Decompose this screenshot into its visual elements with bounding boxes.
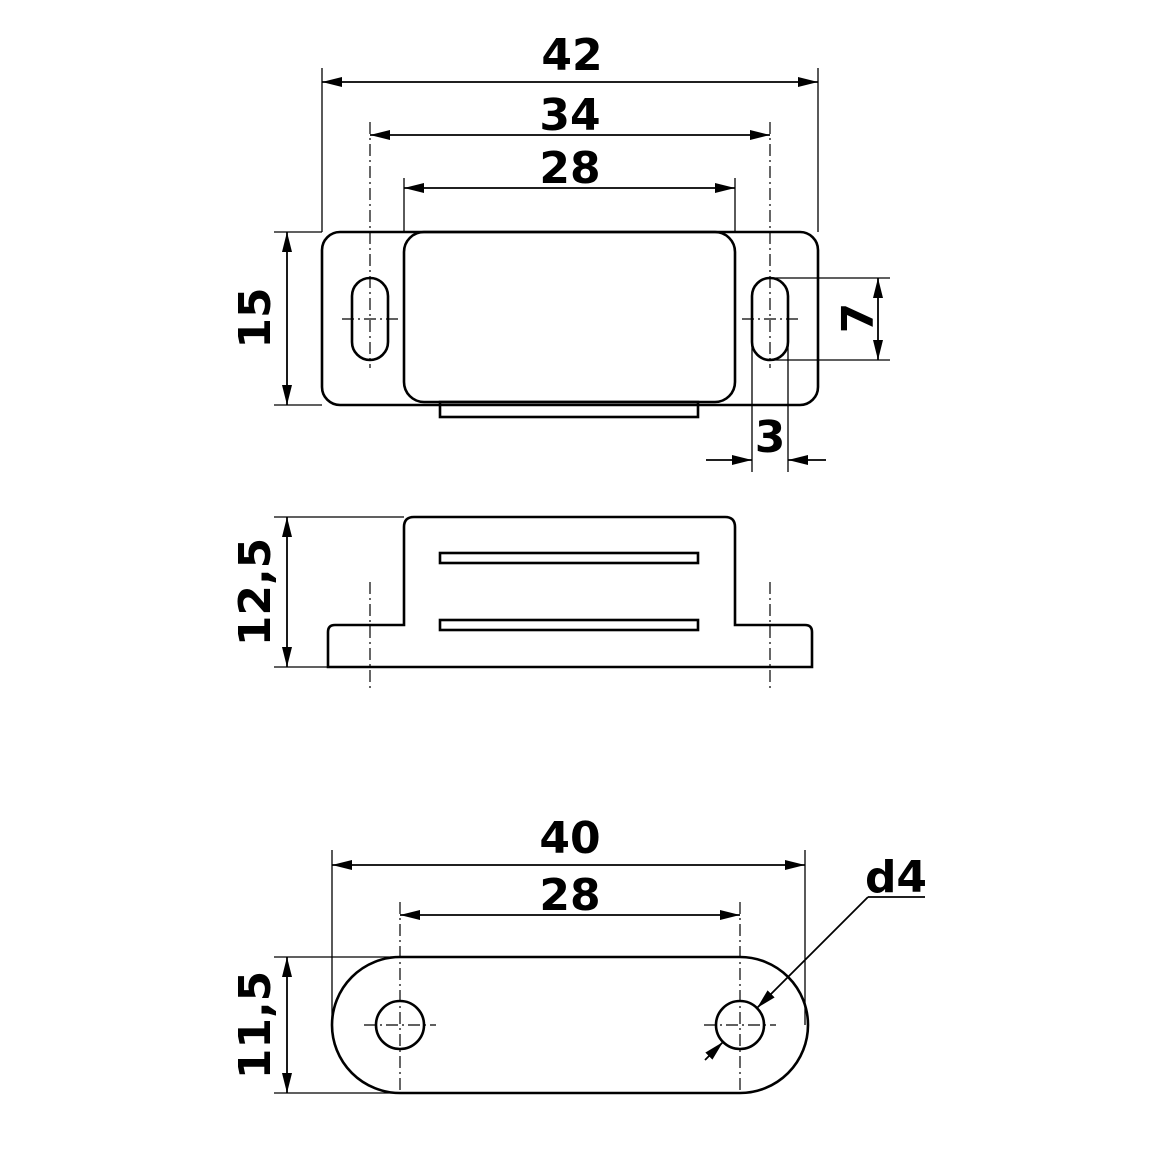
dim-overall-length: 42 — [541, 30, 602, 81]
side-view: 12,5 — [230, 515, 814, 690]
lower-groove — [438, 618, 700, 632]
dim-hole-diameter: d4 — [865, 852, 927, 903]
bottom-view: 40 28 11,5 d4 — [230, 813, 927, 1095]
dim-side-height: 12,5 — [230, 538, 281, 647]
dim-height: 15 — [230, 287, 281, 348]
dim-slot-length: 7 — [833, 303, 884, 334]
magnet-body-outline — [402, 230, 737, 404]
dim-hole-spacing: 34 — [539, 90, 600, 141]
side-outline — [326, 515, 814, 669]
top-view: 42 34 28 15 7 3 — [230, 30, 890, 472]
dim-bottom-width: 11,5 — [230, 971, 281, 1080]
upper-groove — [438, 551, 700, 565]
strip-outline — [438, 400, 700, 419]
dim-body-length: 28 — [539, 143, 600, 194]
dim-slot-width: 3 — [755, 412, 786, 463]
dim-bottom-hole-spacing: 28 — [539, 870, 600, 921]
dim-bottom-length: 40 — [539, 813, 600, 864]
